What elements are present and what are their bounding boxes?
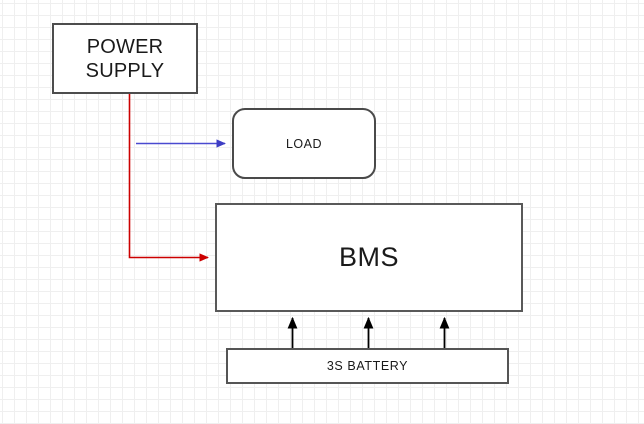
node-power-supply-label: POWER SUPPLY [85,35,165,82]
node-battery[interactable]: 3S BATTERY [226,348,509,384]
node-load[interactable]: LOAD [232,108,376,179]
connector-supply-to-bms[interactable] [128,94,209,262]
node-bms-label: BMS [338,242,399,272]
node-power-supply[interactable]: POWER SUPPLY [52,23,198,94]
node-bms[interactable]: BMS [215,203,523,312]
node-battery-label: 3S BATTERY [326,359,409,373]
node-load-label: LOAD [285,136,323,151]
